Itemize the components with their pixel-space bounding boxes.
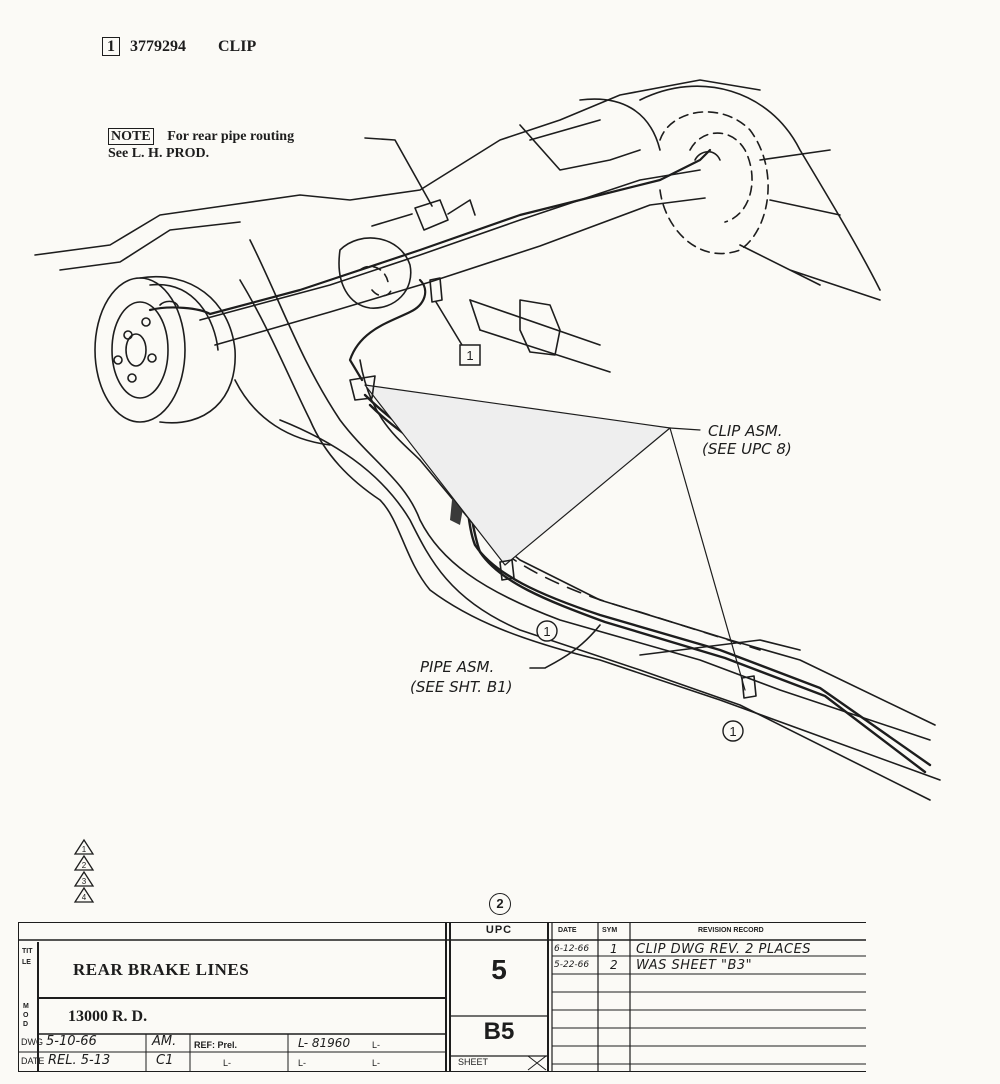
clip-asm-marker-2 bbox=[499, 559, 515, 581]
part-name: CLIP bbox=[218, 38, 257, 55]
circle-callout-1a: 1 bbox=[536, 620, 558, 642]
ref-l4: L- bbox=[372, 1040, 381, 1050]
circle-callout-1b: 1 bbox=[722, 720, 744, 742]
ref-label: REF: Prel. bbox=[194, 1040, 238, 1050]
rev-date-header: DATE bbox=[558, 927, 577, 934]
part-number: 3779294 bbox=[130, 38, 186, 55]
ref-l1: L- bbox=[223, 1058, 232, 1068]
clip-asm-label-line1: CLIP ASM. bbox=[708, 422, 783, 440]
part-index-box: 1 bbox=[102, 37, 120, 56]
circle-callout-1b-label: 1 bbox=[729, 724, 736, 739]
pipe-asm-label-line1: PIPE ASM. bbox=[420, 658, 494, 676]
title-block-grid bbox=[18, 922, 866, 1072]
clip-callout-label: 1 bbox=[466, 348, 473, 363]
clip-asm-marker-3 bbox=[741, 675, 757, 699]
rel-date: REL. 5-13 bbox=[48, 1053, 111, 1068]
rev-row-2-date: 5-22-66 bbox=[554, 960, 590, 970]
note-leader bbox=[364, 137, 433, 207]
model-number: 13000 R. D. bbox=[68, 1008, 148, 1025]
rev-row-1-date: 6-12-66 bbox=[554, 944, 590, 954]
right-drum-dashed bbox=[659, 111, 769, 255]
junction-block bbox=[414, 199, 449, 231]
dwg-date: 5-10-66 bbox=[46, 1034, 97, 1049]
title-side-label: TITLE bbox=[22, 948, 33, 966]
ref-l3: L- bbox=[298, 1058, 307, 1068]
sheet-value: B5 bbox=[483, 1018, 515, 1045]
clip-asm-label-line2: (SEE UPC 8) bbox=[702, 440, 792, 458]
rev-row-1-sym: 1 bbox=[610, 942, 618, 956]
circle-callout-1a-label: 1 bbox=[543, 624, 550, 639]
rev-triangle-4: 4 bbox=[82, 893, 87, 902]
flex-hose bbox=[348, 278, 427, 382]
drive-shaft bbox=[469, 299, 611, 373]
clip-asm-marker-1 bbox=[349, 375, 376, 401]
note-label: NOTE bbox=[108, 128, 154, 145]
rel-initials: C1 bbox=[156, 1053, 174, 1068]
right-fender bbox=[639, 85, 881, 291]
note-text-line2: See L. H. PROD. bbox=[108, 146, 210, 161]
clip-callout: 1 bbox=[459, 344, 481, 366]
pipe-asm-leader bbox=[529, 624, 601, 669]
upc-header: UPC bbox=[485, 924, 513, 936]
dwg-label: DWG bbox=[21, 1037, 43, 1047]
upc-value: 5 bbox=[491, 954, 507, 985]
part-header: 1 3779294 CLIP bbox=[102, 37, 257, 56]
rev-row-2-record: WAS SHEET "B3" bbox=[636, 958, 753, 973]
note: NOTE For rear pipe routing See L. H. PRO… bbox=[108, 128, 294, 162]
axle-brake-line bbox=[148, 148, 712, 316]
differential bbox=[338, 237, 412, 309]
sheet-label: SHEET bbox=[458, 1057, 489, 1067]
dwg-initials: AM. bbox=[152, 1034, 177, 1049]
rev-triangle-1: 1 bbox=[82, 845, 87, 854]
pipe-asm-label-line2: (SEE SHT. B1) bbox=[410, 678, 513, 696]
ref-l5: L- bbox=[372, 1058, 381, 1068]
rev-row-1-record: CLIP DWG REV. 2 PLACES bbox=[636, 942, 812, 957]
rev-triangle-2: 2 bbox=[82, 861, 87, 870]
brake-line-diagram: 1 1 1 CLIP ASM. (SEE UPC 8) PIPE ASM. (S… bbox=[34, 79, 941, 801]
clip-asm-fan bbox=[364, 384, 671, 566]
model-side-label: MOD bbox=[23, 1003, 29, 1028]
universal-joint bbox=[519, 299, 561, 356]
rev-sym-header: SYM bbox=[602, 927, 618, 934]
rear-axle-housing bbox=[199, 169, 701, 321]
date-label: DATE bbox=[21, 1056, 45, 1066]
drawing-title: REAR BRAKE LINES bbox=[73, 960, 250, 979]
left-brake-drum bbox=[94, 276, 236, 424]
title-block: UPC TITLE REAR BRAKE LINES MOD 13000 R. … bbox=[18, 922, 866, 1072]
frame-rail bbox=[249, 239, 931, 741]
revision-triangles: 1 2 3 4 bbox=[73, 838, 95, 903]
upc-circle: 2 bbox=[489, 893, 511, 915]
rev-record-header: REVISION RECORD bbox=[698, 927, 764, 934]
ref-l2: L- 81960 bbox=[298, 1036, 351, 1050]
rev-row-2-sym: 2 bbox=[610, 958, 618, 972]
rev-triangle-3: 3 bbox=[82, 877, 87, 886]
upc-circle-label: 2 bbox=[496, 896, 504, 911]
floor-pan-outline bbox=[34, 79, 761, 256]
note-text-line1: For rear pipe routing bbox=[167, 129, 295, 144]
clip-1-marker bbox=[429, 277, 443, 303]
